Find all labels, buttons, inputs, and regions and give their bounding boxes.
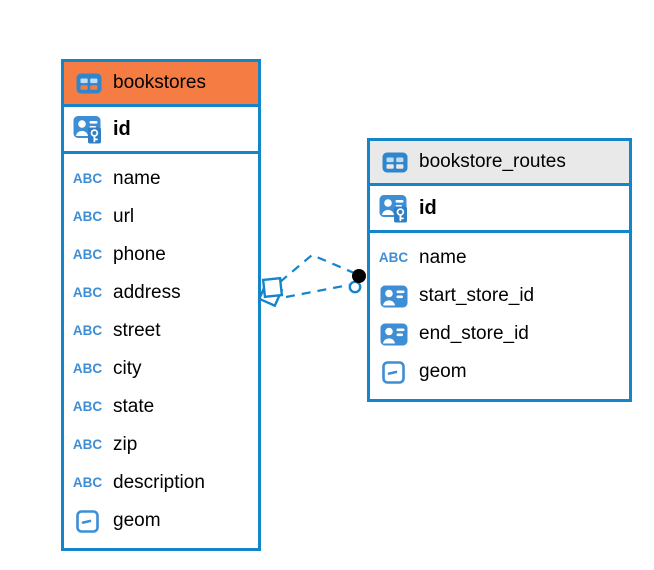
primary-key-user-icon: [378, 193, 409, 223]
column-name: url: [113, 206, 135, 227]
columns-list: ABC name ABC url ABC phone ABC address A…: [64, 154, 258, 548]
column-row[interactable]: ABC zip: [64, 426, 258, 464]
column-row[interactable]: end_store_id: [370, 315, 629, 353]
foreign-key-user-icon: [378, 323, 409, 346]
column-name: city: [113, 358, 142, 379]
column-row[interactable]: start_store_id: [370, 277, 629, 315]
column-row[interactable]: ABC description: [64, 464, 258, 502]
column-name: zip: [113, 434, 138, 455]
foreign-key-user-icon: [378, 285, 409, 308]
pk-row-id[interactable]: id: [370, 186, 629, 233]
pk-column-name: id: [113, 117, 131, 140]
column-row[interactable]: ABC address: [64, 274, 258, 312]
geometry-type-icon: [72, 509, 103, 533]
column-name: geom: [419, 361, 467, 382]
column-name: state: [113, 396, 155, 417]
column-row[interactable]: ABC url: [64, 198, 258, 236]
relationship-line: [279, 253, 360, 283]
text-type-icon: ABC: [378, 250, 409, 266]
table-header-bookstore-routes[interactable]: bookstore_routes: [370, 141, 629, 186]
column-row[interactable]: ABC city: [64, 350, 258, 388]
text-type-icon: ABC: [72, 437, 103, 453]
text-type-icon: ABC: [72, 247, 103, 263]
column-name: geom: [113, 510, 161, 531]
text-type-icon: ABC: [72, 361, 103, 377]
column-row[interactable]: geom: [370, 353, 629, 391]
table-card-bookstore-routes[interactable]: bookstore_routes id ABC name: [367, 138, 632, 402]
primary-key-user-icon: [72, 114, 103, 144]
column-name: end_store_id: [419, 323, 529, 344]
column-name: name: [419, 247, 467, 268]
column-name: name: [113, 168, 161, 189]
column-name: phone: [113, 244, 166, 265]
text-type-icon: ABC: [72, 209, 103, 225]
column-row[interactable]: ABC street: [64, 312, 258, 350]
pk-row-id[interactable]: id: [64, 107, 258, 154]
table-header-bookstores[interactable]: bookstores: [64, 62, 258, 107]
table-card-bookstores[interactable]: bookstores id ABC name ABC url: [61, 59, 261, 551]
text-type-icon: ABC: [72, 323, 103, 339]
pk-column-name: id: [419, 196, 437, 219]
column-row[interactable]: ABC state: [64, 388, 258, 426]
geometry-type-icon: [378, 360, 409, 384]
relationship-line: [285, 282, 355, 299]
column-row[interactable]: ABC name: [370, 239, 629, 277]
table-title: bookstores: [113, 72, 206, 93]
column-name: start_store_id: [419, 285, 535, 306]
column-row[interactable]: ABC name: [64, 160, 258, 198]
text-type-icon: ABC: [72, 285, 103, 301]
table-icon: [76, 73, 102, 94]
table-title: bookstore_routes: [419, 151, 566, 172]
text-type-icon: ABC: [72, 399, 103, 415]
column-row[interactable]: ABC phone: [64, 236, 258, 274]
text-type-icon: ABC: [72, 171, 103, 187]
column-name: street: [113, 320, 161, 341]
table-icon: [382, 152, 408, 173]
column-row[interactable]: geom: [64, 502, 258, 540]
text-type-icon: ABC: [72, 475, 103, 491]
relationship-dot-marker: [348, 269, 366, 294]
columns-list: ABC name start_store_id: [370, 233, 629, 399]
column-name: address: [113, 282, 181, 303]
relationship-diamond-marker: [257, 276, 284, 308]
column-name: description: [113, 472, 205, 493]
relationship-connector[interactable]: [248, 238, 378, 318]
